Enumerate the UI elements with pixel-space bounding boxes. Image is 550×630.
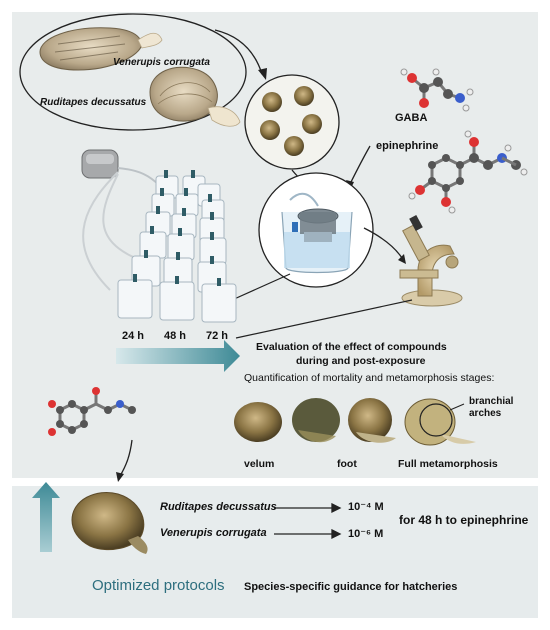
arrow	[363, 227, 403, 259]
evaluation-subtitle: during and post-exposure	[296, 355, 426, 367]
velum-larva	[234, 402, 282, 442]
epinephrine-label: epinephrine	[376, 140, 439, 152]
larva	[262, 92, 282, 112]
beaker-group	[258, 172, 374, 288]
epinephrine-molecule-small	[48, 387, 136, 436]
velum-label: velum	[244, 458, 275, 470]
quantification-text: Quantification of mortality and metamorp…	[244, 372, 495, 384]
larva	[284, 136, 304, 156]
epinephrine-molecule	[408, 130, 528, 214]
ruditapes-clam-image	[149, 66, 241, 127]
result-species-venerupis: Venerupis corrugata	[160, 527, 267, 539]
footer-panel	[12, 560, 538, 618]
foot-larva-2	[348, 398, 392, 442]
ruditapes-label: Ruditapes decussatus	[40, 97, 147, 108]
species-group	[19, 13, 247, 131]
footer-subtitle: Species-specific guidance for hatcheries	[244, 581, 458, 593]
full-metamorphosis-label: Full metamorphosis	[398, 458, 498, 470]
footer-title: Optimized protocols	[92, 577, 225, 594]
foot-label: foot	[337, 458, 357, 470]
larvae-group	[244, 74, 340, 170]
venerupis-clam-image	[39, 27, 163, 71]
timepoint-48h: 48 h	[164, 330, 187, 342]
evaluation-title: Evaluation of the effect of compounds	[256, 341, 447, 353]
result-arrows	[274, 502, 342, 540]
bottle-stoppers	[133, 170, 221, 286]
venerupis-label: Venerupis corrugata	[113, 57, 210, 68]
exposure-duration: for 48 h to epinephrine	[399, 513, 529, 527]
microscope-image	[399, 214, 463, 307]
spat-image	[71, 492, 148, 554]
metamorphosed-larva	[404, 398, 456, 446]
branchial-arches-label: branchial arches	[469, 396, 514, 419]
stage-images	[234, 398, 476, 446]
timepoint-72h: 72 h	[206, 330, 229, 342]
larva	[302, 114, 322, 134]
connector-line	[235, 299, 413, 339]
result-concentration-venerupis: 10⁻⁶ M	[348, 528, 384, 540]
bottle-grid	[117, 175, 237, 323]
arrow	[119, 439, 133, 477]
result-species-ruditapes: Ruditapes decussatus	[160, 501, 277, 513]
right-arrow	[116, 340, 240, 372]
up-arrow	[32, 482, 60, 552]
result-concentration-ruditapes: 10⁻⁴ M	[348, 501, 384, 513]
larva	[294, 86, 314, 106]
connector-line	[231, 273, 291, 301]
timepoint-24h: 24 h	[122, 330, 145, 342]
arrow	[214, 29, 263, 75]
gaba-molecule	[400, 68, 474, 112]
species-oval	[19, 13, 247, 131]
arrow	[349, 145, 371, 185]
larva	[260, 120, 280, 140]
gaba-label: GABA	[395, 112, 428, 124]
